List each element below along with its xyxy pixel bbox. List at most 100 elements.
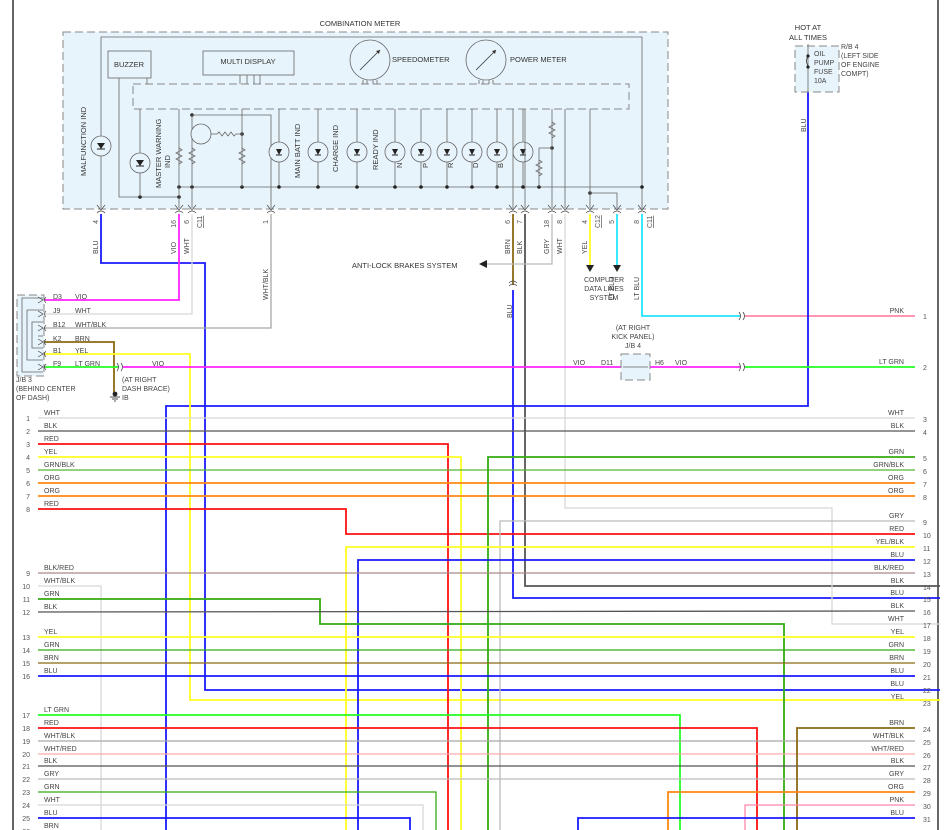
combination-meter-title: COMBINATION METER — [320, 19, 401, 28]
right-terminal-color: WHT — [888, 410, 905, 417]
hot-label-1: HOT AT — [795, 23, 822, 32]
wire-24-brn — [796, 727, 915, 830]
right-terminal-number: 2 — [923, 365, 927, 372]
wire-31-blu — [577, 817, 915, 830]
left-terminal-color: WHT — [44, 797, 61, 804]
right-terminal-number: 10 — [923, 533, 931, 540]
junction-dot — [316, 185, 320, 189]
connector-pin-icon — [508, 204, 518, 214]
left-terminal-number: 1 — [26, 416, 30, 423]
left-terminal-number: 14 — [22, 648, 30, 655]
right-terminal-color: WHT/RED — [871, 746, 904, 753]
led-icon — [346, 141, 368, 163]
right-terminal-color: BLU — [890, 810, 904, 817]
meter-pin-number: 5 — [609, 220, 616, 224]
meter-pin-number: 6 — [505, 220, 512, 224]
right-terminal-color: YEL/BLK — [876, 539, 905, 546]
right-terminal-number: 25 — [923, 740, 931, 747]
right-terminal-number: 6 — [923, 469, 927, 476]
left-terminal-number: 18 — [22, 726, 30, 733]
right-terminal-number: 31 — [923, 817, 931, 824]
jb3-pin-color: BRN — [75, 336, 90, 343]
resistor-6-icon — [535, 159, 543, 177]
abs-arrow: ANTI-LOCK BRAKES SYSTEM — [352, 260, 487, 270]
indicator-label-b: B — [496, 163, 505, 168]
junction-dot — [521, 185, 525, 189]
fuse-location-3: OF ENGINE — [841, 62, 880, 69]
connector-pin-icon — [560, 204, 570, 214]
right-terminal-color: WHT/BLK — [873, 733, 904, 740]
jb4-pin-in: D11 — [601, 360, 613, 367]
led-icon — [486, 141, 508, 163]
left-terminal-number: 20 — [22, 752, 30, 759]
left-terminals: 1WHT2BLK3RED4YEL5GRN/BLK6ORG7ORG8RED9BLK… — [22, 410, 76, 830]
meter-connector-id: C11 — [197, 216, 204, 228]
left-terminal-number: 9 — [26, 571, 30, 578]
jb3-connector-icon — [37, 310, 47, 318]
fuse-name-3: FUSE — [814, 69, 833, 76]
jb4-wire-in: VIO — [573, 360, 586, 367]
left-terminal-number: 15 — [22, 661, 30, 668]
right-terminal-number: 4 — [923, 430, 927, 437]
resistor-3-icon — [211, 131, 242, 137]
right-terminal-color: GRN — [888, 642, 904, 649]
wire-11-yelblk — [345, 546, 915, 830]
right-terminal-color: BRN — [889, 720, 904, 727]
wire-30-pnk — [744, 804, 915, 830]
wire-jb3-b1-yel — [44, 353, 940, 701]
meter-connector-id: C11 — [647, 216, 654, 228]
ground-note-2: DASH BRACE) — [122, 386, 170, 393]
arrow-down-icon — [586, 265, 594, 272]
right-terminal-number: 16 — [923, 610, 931, 617]
left-terminal-color: GRN — [44, 784, 60, 791]
multi-display — [202, 50, 295, 76]
jb3-connector-icon — [37, 363, 47, 371]
left-terminal-color: LT GRN — [44, 707, 69, 714]
meter-pin-wire-color: WHT — [557, 237, 564, 254]
led-icon — [268, 141, 290, 163]
left-terminal-color: BLK — [44, 758, 58, 765]
jb3-pin-color: WHT — [75, 308, 92, 315]
wire-4-yel — [38, 456, 462, 830]
meter-connector-id: C12 — [595, 215, 602, 228]
right-terminal-color: BLK — [891, 758, 905, 765]
left-terminal-number: 8 — [26, 507, 30, 514]
fuse-location-1: R/B 4 — [841, 44, 859, 51]
connector-pin-icon — [96, 204, 106, 214]
jb3-link-2 — [26, 309, 43, 361]
wire-18-red — [38, 727, 758, 830]
buzzer-wire — [118, 78, 179, 198]
jb3-pin-id: B12 — [53, 322, 66, 329]
right-terminal-number: 14 — [923, 585, 931, 592]
left-terminal-number: 25 — [22, 816, 30, 823]
right-terminal-color: WHT — [888, 616, 905, 623]
left-terminal-color: WHT — [44, 410, 61, 417]
right-terminal-number: 27 — [923, 765, 931, 772]
multi-display-label: MULTI DISPLAY — [220, 57, 275, 66]
splice-connector-icon — [508, 280, 518, 287]
jb3-connector-icon — [37, 350, 47, 358]
left-terminal-color: WHT/BLK — [44, 578, 75, 585]
right-terminal-number: 19 — [923, 649, 931, 656]
wire-24-wht — [38, 804, 424, 830]
right-terminal-color: PNK — [890, 797, 905, 804]
right-terminal-number: 29 — [923, 791, 931, 798]
fuse-location-4: COMPT) — [841, 71, 869, 78]
left-terminal-number: 16 — [22, 674, 30, 681]
connector-pin-icon — [585, 204, 595, 214]
jb3-connector-icon — [37, 324, 47, 332]
connector-pin-icon — [187, 204, 197, 214]
right-terminal-color: ORG — [888, 784, 904, 791]
left-terminal-number: 11 — [23, 597, 30, 604]
inline-connector-icon — [116, 362, 123, 372]
left-terminal-number: 3 — [26, 442, 30, 449]
jb3-location-2: OF DASH) — [16, 395, 49, 402]
wire-25-blu — [38, 817, 411, 830]
wire-3-red — [38, 443, 449, 830]
arrow-down-icon — [613, 265, 621, 272]
right-terminal-number: 20 — [923, 662, 931, 669]
meter-pin-number: 6 — [184, 220, 191, 224]
